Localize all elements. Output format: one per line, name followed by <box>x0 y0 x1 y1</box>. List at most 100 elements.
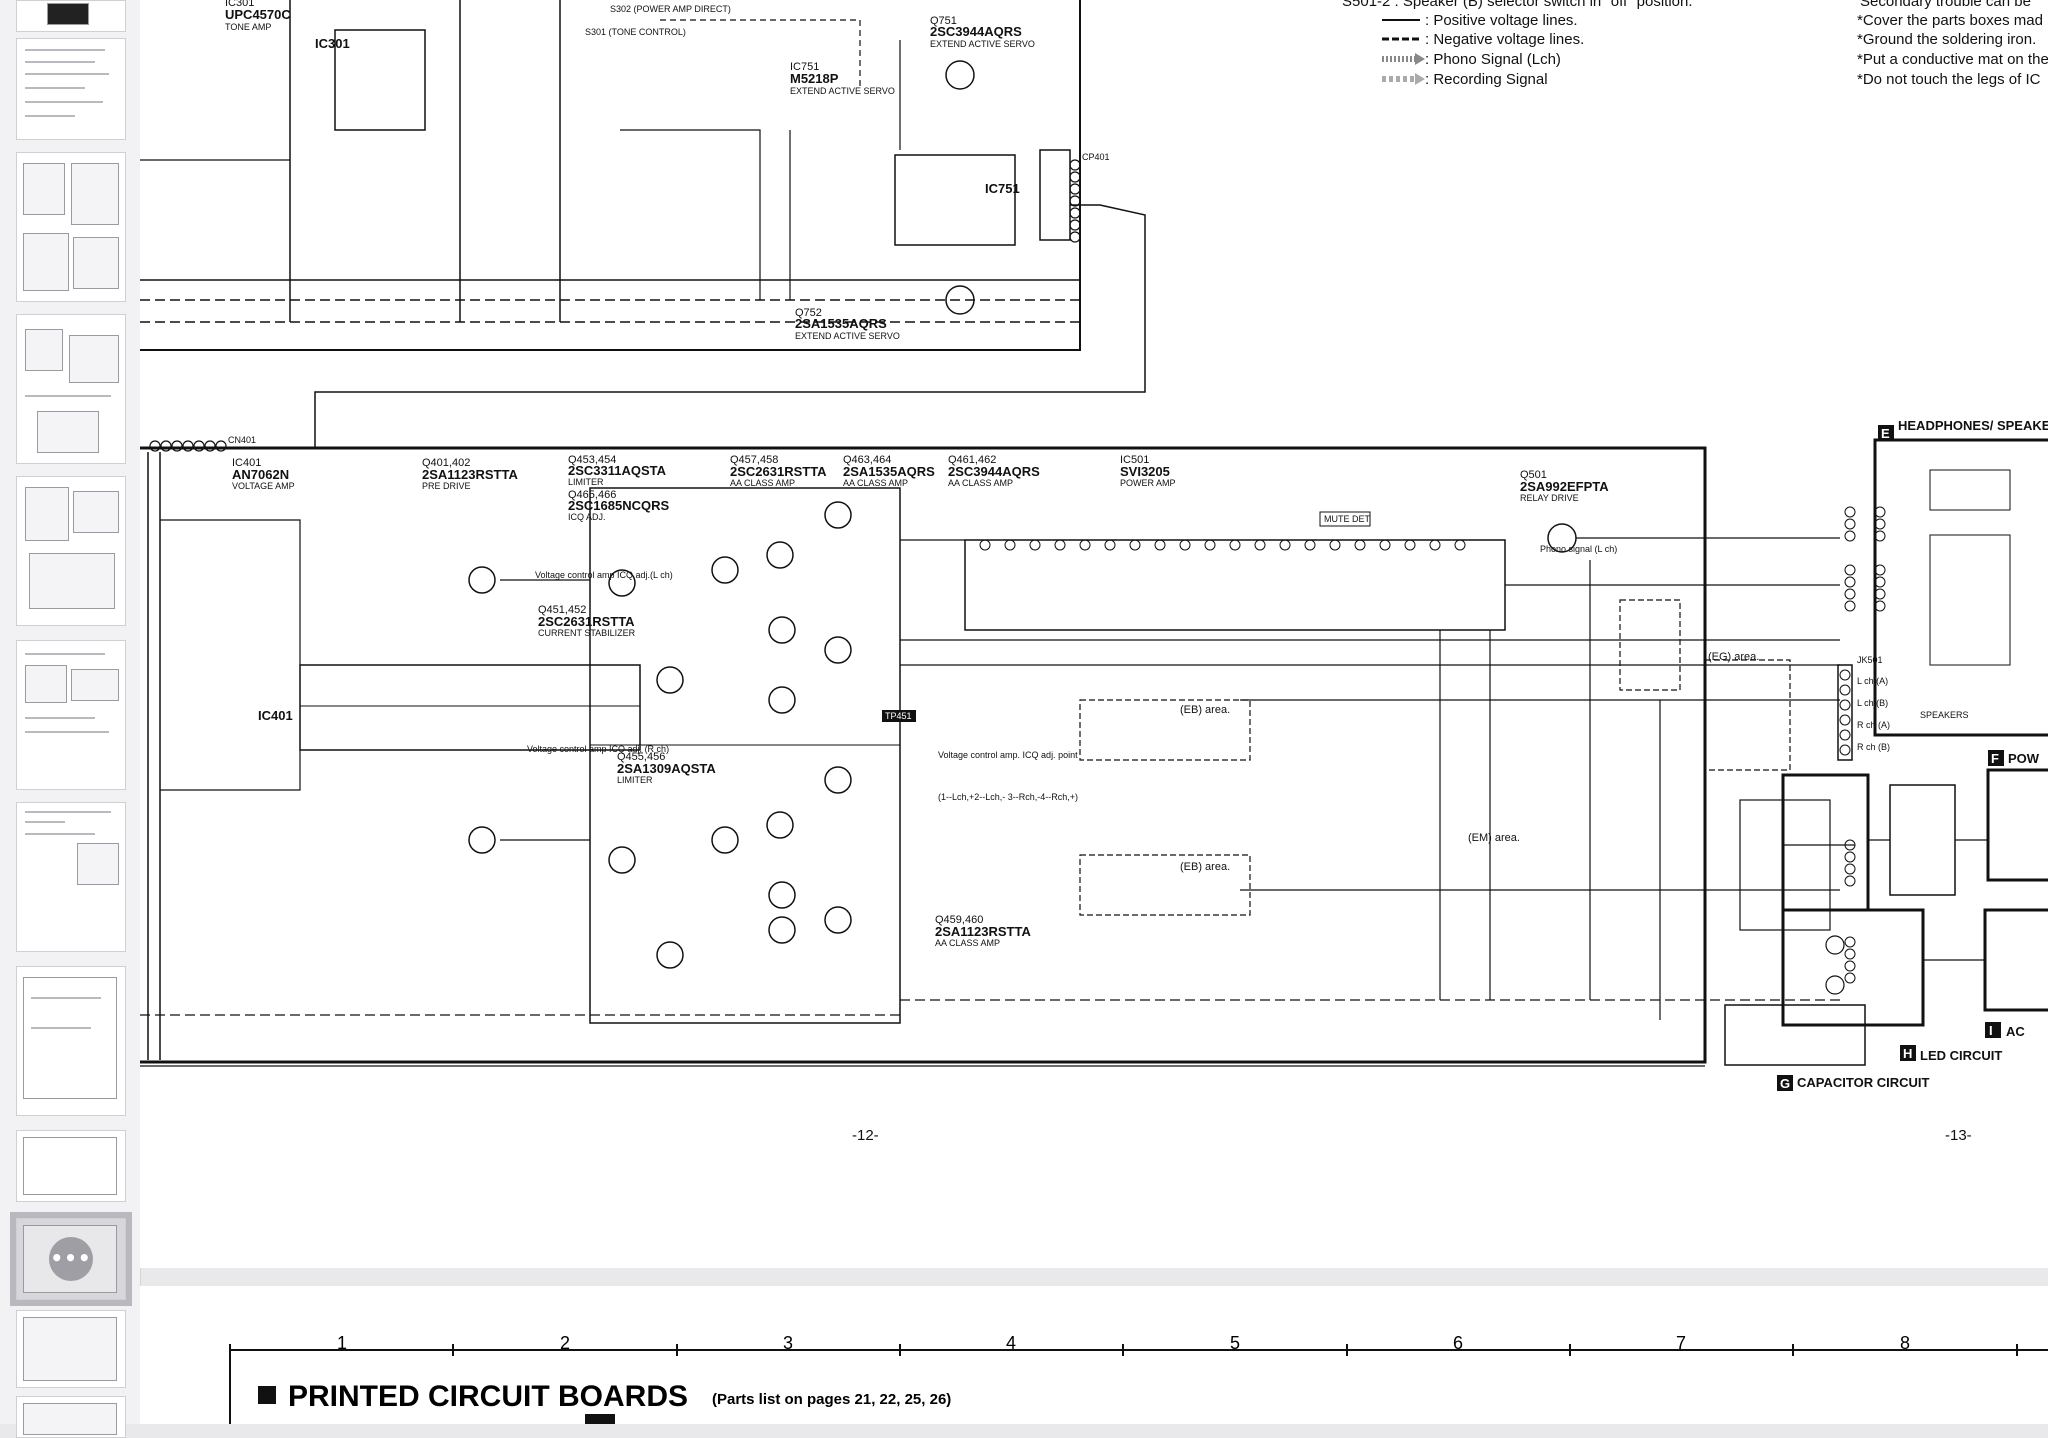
ic301-part: UPC4570C <box>225 7 291 22</box>
q453-desc: LIMITER <box>568 477 604 487</box>
page-thumbnail-7[interactable] <box>16 802 126 952</box>
page-thumbnail-3[interactable] <box>16 152 126 302</box>
ic401-desc: VOLTAGE AMP <box>232 481 295 491</box>
box-e-letter: E <box>1881 426 1890 441</box>
q457-desc: AA CLASS AMP <box>730 478 795 488</box>
phono-signal-label: Phono signal (L ch) <box>1540 544 1617 554</box>
tp451-tag <box>882 710 916 722</box>
legend-phono: : Phono Signal (Lch) <box>1425 51 1561 68</box>
q463-ref: Q463,464 <box>843 454 891 466</box>
page-thumbnail-sidebar: ••• <box>0 0 141 1438</box>
mute-det-label: MUTE DET <box>1324 514 1371 524</box>
ruler-3: 3 <box>783 1333 793 1353</box>
q752-part: 2SA1535AQRS <box>795 316 887 331</box>
eb-area-label-1: (EB) area. <box>1180 704 1230 716</box>
ruler-1: 1 <box>337 1333 347 1353</box>
eg-area-label: (EG) area. <box>1708 651 1759 663</box>
page-number-left: -12- <box>852 1127 879 1144</box>
ic301-label: IC301 <box>315 36 350 51</box>
box-h-letter: H <box>1903 1046 1912 1061</box>
q465-part: 2SC1685NCQRS <box>568 498 669 513</box>
box-i-letter: I <box>1989 1023 1993 1038</box>
q461-desc: AA CLASS AMP <box>948 478 1013 488</box>
page-thumbnail-current[interactable]: ••• <box>10 1212 132 1306</box>
box-f-badge <box>1988 750 2004 766</box>
box-f-letter: F <box>1991 751 1999 766</box>
pcb-ruler: 1 2 3 4 5 6 7 8 PRINTED CIRCUIT BOARDS (… <box>229 1333 2048 1424</box>
q459-desc: AA CLASS AMP <box>935 938 1000 948</box>
ic501-ref: IC501 <box>1120 454 1149 466</box>
ruler-2: 2 <box>560 1333 570 1353</box>
pcb-page: 1 2 3 4 5 6 7 8 PRINTED CIRCUIT BOARDS (… <box>140 1286 2048 1424</box>
legend-symbols <box>1382 19 1425 85</box>
q455-ref: Q455,456 <box>617 751 665 763</box>
q501-ref: Q501 <box>1520 469 1547 481</box>
page-thumbnail-11[interactable] <box>16 1310 126 1388</box>
s302-label: S302 (POWER AMP DIRECT) <box>610 4 731 14</box>
ruler-5: 5 <box>1230 1333 1240 1353</box>
q455-desc: LIMITER <box>617 775 653 785</box>
box-g-badge <box>1777 1075 1793 1091</box>
ic751-block-label: IC751 <box>985 181 1020 196</box>
ic401-part: AN7062N <box>232 467 289 482</box>
eb-area-label-2: (EB) area. <box>1180 861 1230 873</box>
q453-ref: Q453,454 <box>568 454 616 466</box>
q451-desc: CURRENT STABILIZER <box>538 628 636 638</box>
spk-rch-b: R ch (B) <box>1857 742 1890 752</box>
q463-desc: AA CLASS AMP <box>843 478 908 488</box>
q459-ref: Q459,460 <box>935 914 983 926</box>
page-thumbnail-1[interactable] <box>16 0 126 32</box>
ic501-desc: POWER AMP <box>1120 478 1176 488</box>
tp451-label: TP451 <box>885 711 912 721</box>
page-thumbnail-2[interactable] <box>16 38 126 140</box>
vc-pins-label: (1--Lch,+2--Lch,- 3--Rch,-4--Rch,+) <box>938 792 1078 802</box>
q461-ref: Q461,462 <box>948 454 996 466</box>
q451-part: 2SC2631RSTTA <box>538 614 635 629</box>
ruler-4: 4 <box>1006 1333 1016 1353</box>
em-area-label: (EM) area. <box>1468 832 1520 844</box>
page-thumbnail-5[interactable] <box>16 476 126 626</box>
q752-desc: EXTEND ACTIVE SERVO <box>795 331 900 341</box>
spk-lch-b: L ch (B) <box>1857 698 1888 708</box>
note-4: *Do not touch the legs of IC <box>1857 71 2041 88</box>
q455-part: 2SA1309AQSTA <box>617 761 716 776</box>
page-thumbnail-9[interactable] <box>16 1130 126 1202</box>
vc-point-label: Voltage control amp. ICQ adj. point <box>938 750 1078 760</box>
more-options-button[interactable]: ••• <box>49 1237 93 1281</box>
ruler-7: 7 <box>1676 1333 1686 1353</box>
page-thumbnail-12[interactable] <box>16 1396 126 1438</box>
schematic-page: S501-2 : Speaker (B) selector switch in … <box>140 0 2048 1268</box>
page-thumbnail-4[interactable] <box>16 314 126 464</box>
q461-part: 2SC3944AQRS <box>948 464 1040 479</box>
note-2: *Ground the soldering iron. <box>1857 31 2036 48</box>
spk-lch-a: L ch (A) <box>1857 676 1888 686</box>
s301-label: S301 (TONE CONTROL) <box>585 27 686 37</box>
page-thumbnail-8[interactable] <box>16 966 126 1116</box>
q401-ref: Q401,402 <box>422 457 470 469</box>
q752-ref: Q752 <box>795 307 822 319</box>
ic751-ref: IC751 <box>790 61 819 73</box>
spk-rch-a: R ch (A) <box>1857 720 1890 730</box>
q751-part: 2SC3944AQRS <box>930 24 1022 39</box>
ic501-part: SVI3205 <box>1120 464 1170 479</box>
speakers-label: SPEAKERS <box>1920 710 1969 720</box>
note-0: Secondary trouble can be <box>1860 0 2031 10</box>
q459-part: 2SA1123RSTTA <box>935 924 1031 939</box>
cp401-label: CP401 <box>1082 152 1110 162</box>
q465-ref: Q465,466 <box>568 489 616 501</box>
legend-negative: : Negative voltage lines. <box>1425 31 1584 48</box>
ic301-desc: TONE AMP <box>225 22 271 32</box>
page-number-right: -13- <box>1945 1127 1972 1144</box>
q401-desc: PRE DRIVE <box>422 481 471 491</box>
ic751-part: M5218P <box>790 71 839 86</box>
ic401-ref: IC401 <box>232 457 261 469</box>
pcb-title: PRINTED CIRCUIT BOARDS <box>288 1380 688 1413</box>
q451-ref: Q451,452 <box>538 604 586 616</box>
q401-part: 2SA1123RSTTA <box>422 467 518 482</box>
box-h-title: LED CIRCUIT <box>1920 1048 2002 1063</box>
q501-part: 2SA992EFPTA <box>1520 479 1609 494</box>
page-thumbnail-6[interactable] <box>16 640 126 790</box>
q501-desc: RELAY DRIVE <box>1520 493 1579 503</box>
legend-recording: : Recording Signal <box>1425 71 1548 88</box>
box-e-title: HEADPHONES/ SPEAKER SWITCH <box>1898 418 2048 433</box>
